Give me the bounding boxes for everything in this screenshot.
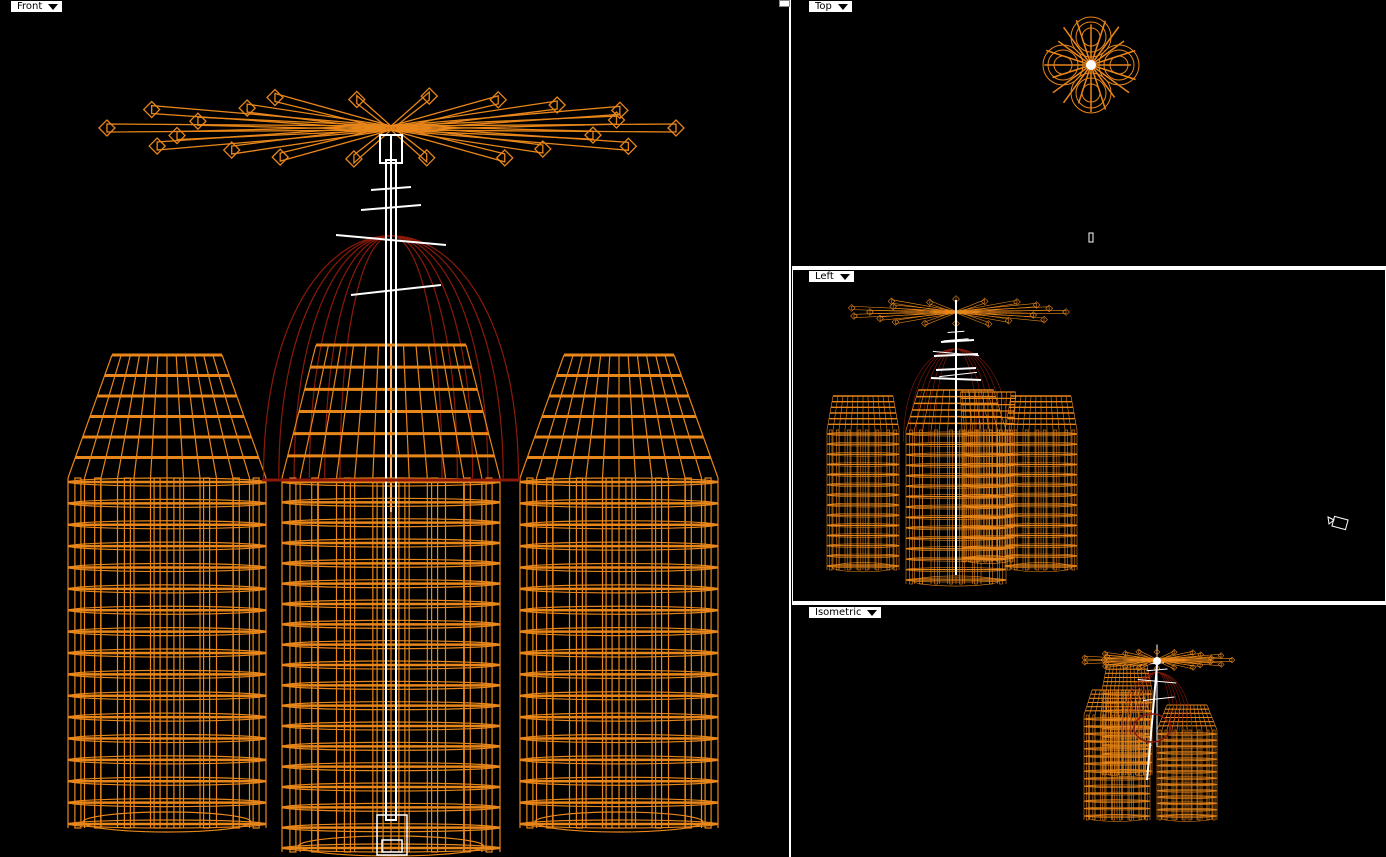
camera-icon: [1088, 232, 1094, 243]
camera-icon: [1327, 515, 1349, 531]
horizontal-divider-2[interactable]: [792, 602, 1386, 605]
front-view-menu[interactable]: Front: [11, 1, 63, 12]
triangle-down-icon: [839, 273, 850, 280]
triangle-down-icon: [48, 3, 59, 10]
isometric-view-menu[interactable]: Isometric: [809, 607, 882, 618]
vertical-divider[interactable]: [789, 0, 791, 857]
front-wireframe: [67, 87, 719, 857]
triangle-down-icon: [837, 3, 848, 10]
front-viewport[interactable]: Front: [0, 0, 789, 857]
isometric-view-label: Isometric: [815, 607, 862, 618]
left-wireframe: [826, 295, 1349, 587]
top-view-menu[interactable]: Top: [809, 1, 852, 12]
divider-handle-top[interactable]: [779, 0, 790, 7]
top-viewport[interactable]: Top: [792, 0, 1386, 266]
isometric-wireframe: [1081, 644, 1236, 822]
horizontal-divider-1[interactable]: [792, 266, 1386, 269]
left-view-label: Left: [815, 271, 834, 282]
triangle-down-icon: [867, 609, 878, 616]
left-viewport[interactable]: Left: [792, 269, 1386, 602]
top-wireframe: [1042, 16, 1140, 243]
isometric-viewport[interactable]: Isometric: [792, 605, 1386, 857]
left-view-menu[interactable]: Left: [809, 271, 854, 282]
front-view-label: Front: [17, 1, 43, 12]
top-view-label: Top: [815, 1, 832, 12]
